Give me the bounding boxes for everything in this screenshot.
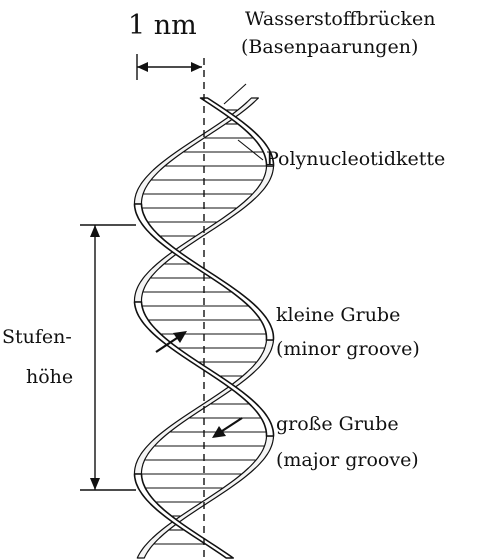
strand-back-segment [136, 435, 275, 559]
front-strand-segments [133, 97, 275, 559]
step-height-label-line2: höhe [26, 366, 74, 388]
groove-arrows [155, 331, 243, 438]
major-groove-english-label: (major groove) [276, 449, 419, 471]
minor-groove-arrow-shaft [155, 335, 181, 353]
strand-front-segment [133, 301, 275, 437]
base-pairing-label: (Basenpaarungen) [241, 36, 419, 58]
width-arrow-left [137, 62, 148, 72]
strand-front-segment [133, 473, 234, 559]
minor-groove-english-label: (minor groove) [276, 338, 420, 360]
major-groove-arrow-head [212, 426, 226, 438]
major-groove-arrow-shaft [218, 417, 243, 434]
base-pair-rungs [142, 109, 266, 545]
polynucleotide-leader [237, 139, 264, 161]
step-arrow-bottom [90, 478, 100, 490]
dimension-markers [80, 54, 202, 491]
major-groove-label: große Grube [276, 413, 399, 435]
polynucleotide-chain-label: Polynucleotidkette [266, 148, 446, 170]
hydrogen-bond-leader [223, 83, 247, 105]
step-arrow-top [90, 225, 100, 237]
minor-groove-arrow-head [173, 331, 187, 343]
leader-lines [223, 83, 264, 161]
minor-groove-label: kleine Grube [276, 304, 401, 326]
strand-back-segment [133, 97, 259, 205]
strand-front-segment [199, 97, 275, 167]
hydrogen-bonds-label: Wasserstoffbrücken [245, 8, 436, 30]
strand-front-segment [133, 203, 275, 341]
helix-width-label: 1 nm [128, 10, 197, 41]
width-arrow-right [191, 62, 202, 72]
step-height-label-line1: Stufen- [2, 326, 72, 348]
